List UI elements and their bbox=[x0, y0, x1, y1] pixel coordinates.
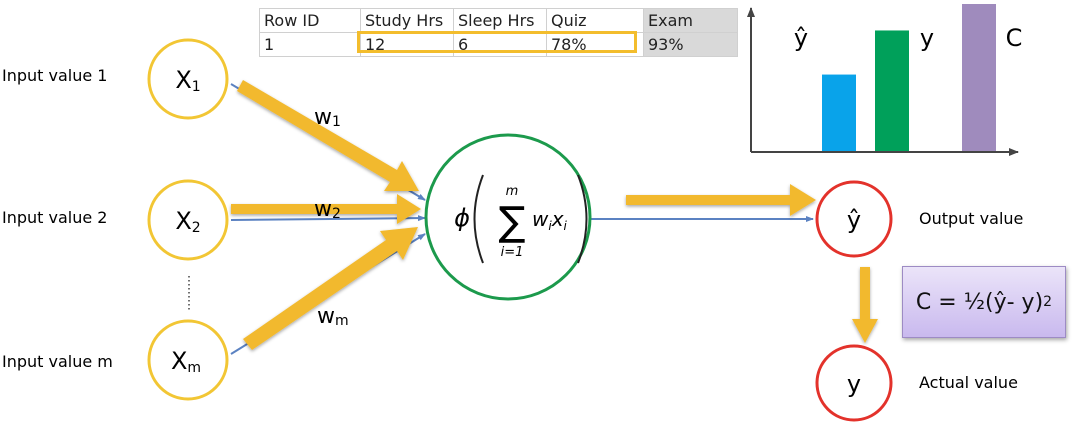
cost-formula-box: C = ½(ŷ- y)2 bbox=[902, 266, 1066, 338]
flow-arrow-3 bbox=[243, 227, 418, 350]
table-cell-study-hrs: 12 bbox=[360, 32, 454, 57]
table-cell-exam: 93% bbox=[643, 32, 738, 57]
table-header-study-hrs: Study Hrs bbox=[360, 8, 454, 33]
neuron-node: ϕ m ∑ i=1 wixi bbox=[424, 133, 592, 301]
sum-symbol: ∑ bbox=[499, 199, 526, 245]
actual-node: y bbox=[815, 344, 893, 422]
chart-bar-1 bbox=[822, 74, 856, 151]
input-node-1: X1 bbox=[147, 38, 229, 120]
chart-bar-label-3: C bbox=[1006, 24, 1023, 52]
svg-text:ŷ: ŷ bbox=[847, 206, 861, 234]
output-label: Output value bbox=[919, 209, 1023, 228]
flow-arrows bbox=[231, 80, 878, 350]
flow-arrow-2 bbox=[231, 194, 421, 224]
chart-bar-3 bbox=[962, 4, 996, 151]
table-header-quiz: Quiz bbox=[546, 8, 644, 33]
svg-text:Xm: Xm bbox=[171, 347, 201, 376]
weight-label-m: wm bbox=[317, 304, 349, 329]
table-header-exam: Exam bbox=[643, 8, 738, 33]
chart-bar-label-2: y bbox=[920, 24, 934, 52]
input-label-2: Input value 2 bbox=[2, 208, 107, 227]
input-label-m: Input value m bbox=[2, 352, 113, 371]
chart-bar-2 bbox=[875, 30, 909, 151]
table-header-sleep-hrs: Sleep Hrs bbox=[453, 8, 547, 33]
right-paren bbox=[577, 174, 588, 264]
flow-arrow-down bbox=[852, 267, 878, 343]
table-header-row: Row ID Study Hrs Sleep Hrs Quiz Exam bbox=[259, 8, 738, 33]
table-header-row-id: Row ID bbox=[259, 8, 361, 33]
svg-text:y: y bbox=[847, 370, 861, 398]
table-cell-sleep-hrs: 6 bbox=[453, 32, 547, 57]
data-table: Row ID Study Hrs Sleep Hrs Quiz Exam 1 1… bbox=[259, 8, 738, 57]
activation-phi: ϕ bbox=[454, 204, 470, 232]
weight-label-2: w2 bbox=[314, 197, 341, 222]
output-node: ŷ bbox=[815, 180, 893, 258]
table-row: 1 12 6 78% 93% bbox=[259, 32, 738, 57]
actual-label: Actual value bbox=[919, 373, 1018, 392]
input-node-2: X2 bbox=[147, 179, 229, 261]
sum-upper-limit: m bbox=[506, 184, 519, 199]
weight-label-1: w1 bbox=[314, 105, 341, 130]
sum-term: wixi bbox=[532, 207, 568, 233]
input-node-m: Xm bbox=[147, 319, 229, 401]
cost-formula-exponent: 2 bbox=[1043, 294, 1053, 310]
input-label-1: Input value 1 bbox=[2, 66, 107, 85]
flow-arrow-1 bbox=[237, 80, 419, 191]
table-cell-quiz: 78% bbox=[546, 32, 644, 57]
sum-lower-limit: i=1 bbox=[501, 245, 524, 260]
svg-text:X2: X2 bbox=[175, 207, 200, 236]
cost-formula: C = ½(ŷ- y) bbox=[915, 289, 1044, 315]
left-paren bbox=[473, 174, 484, 264]
svg-text:X1: X1 bbox=[175, 66, 200, 95]
chart-bar-label-1: ŷ bbox=[794, 24, 808, 52]
table-cell-row-id: 1 bbox=[259, 32, 361, 57]
flow-arrow-output bbox=[626, 184, 816, 216]
